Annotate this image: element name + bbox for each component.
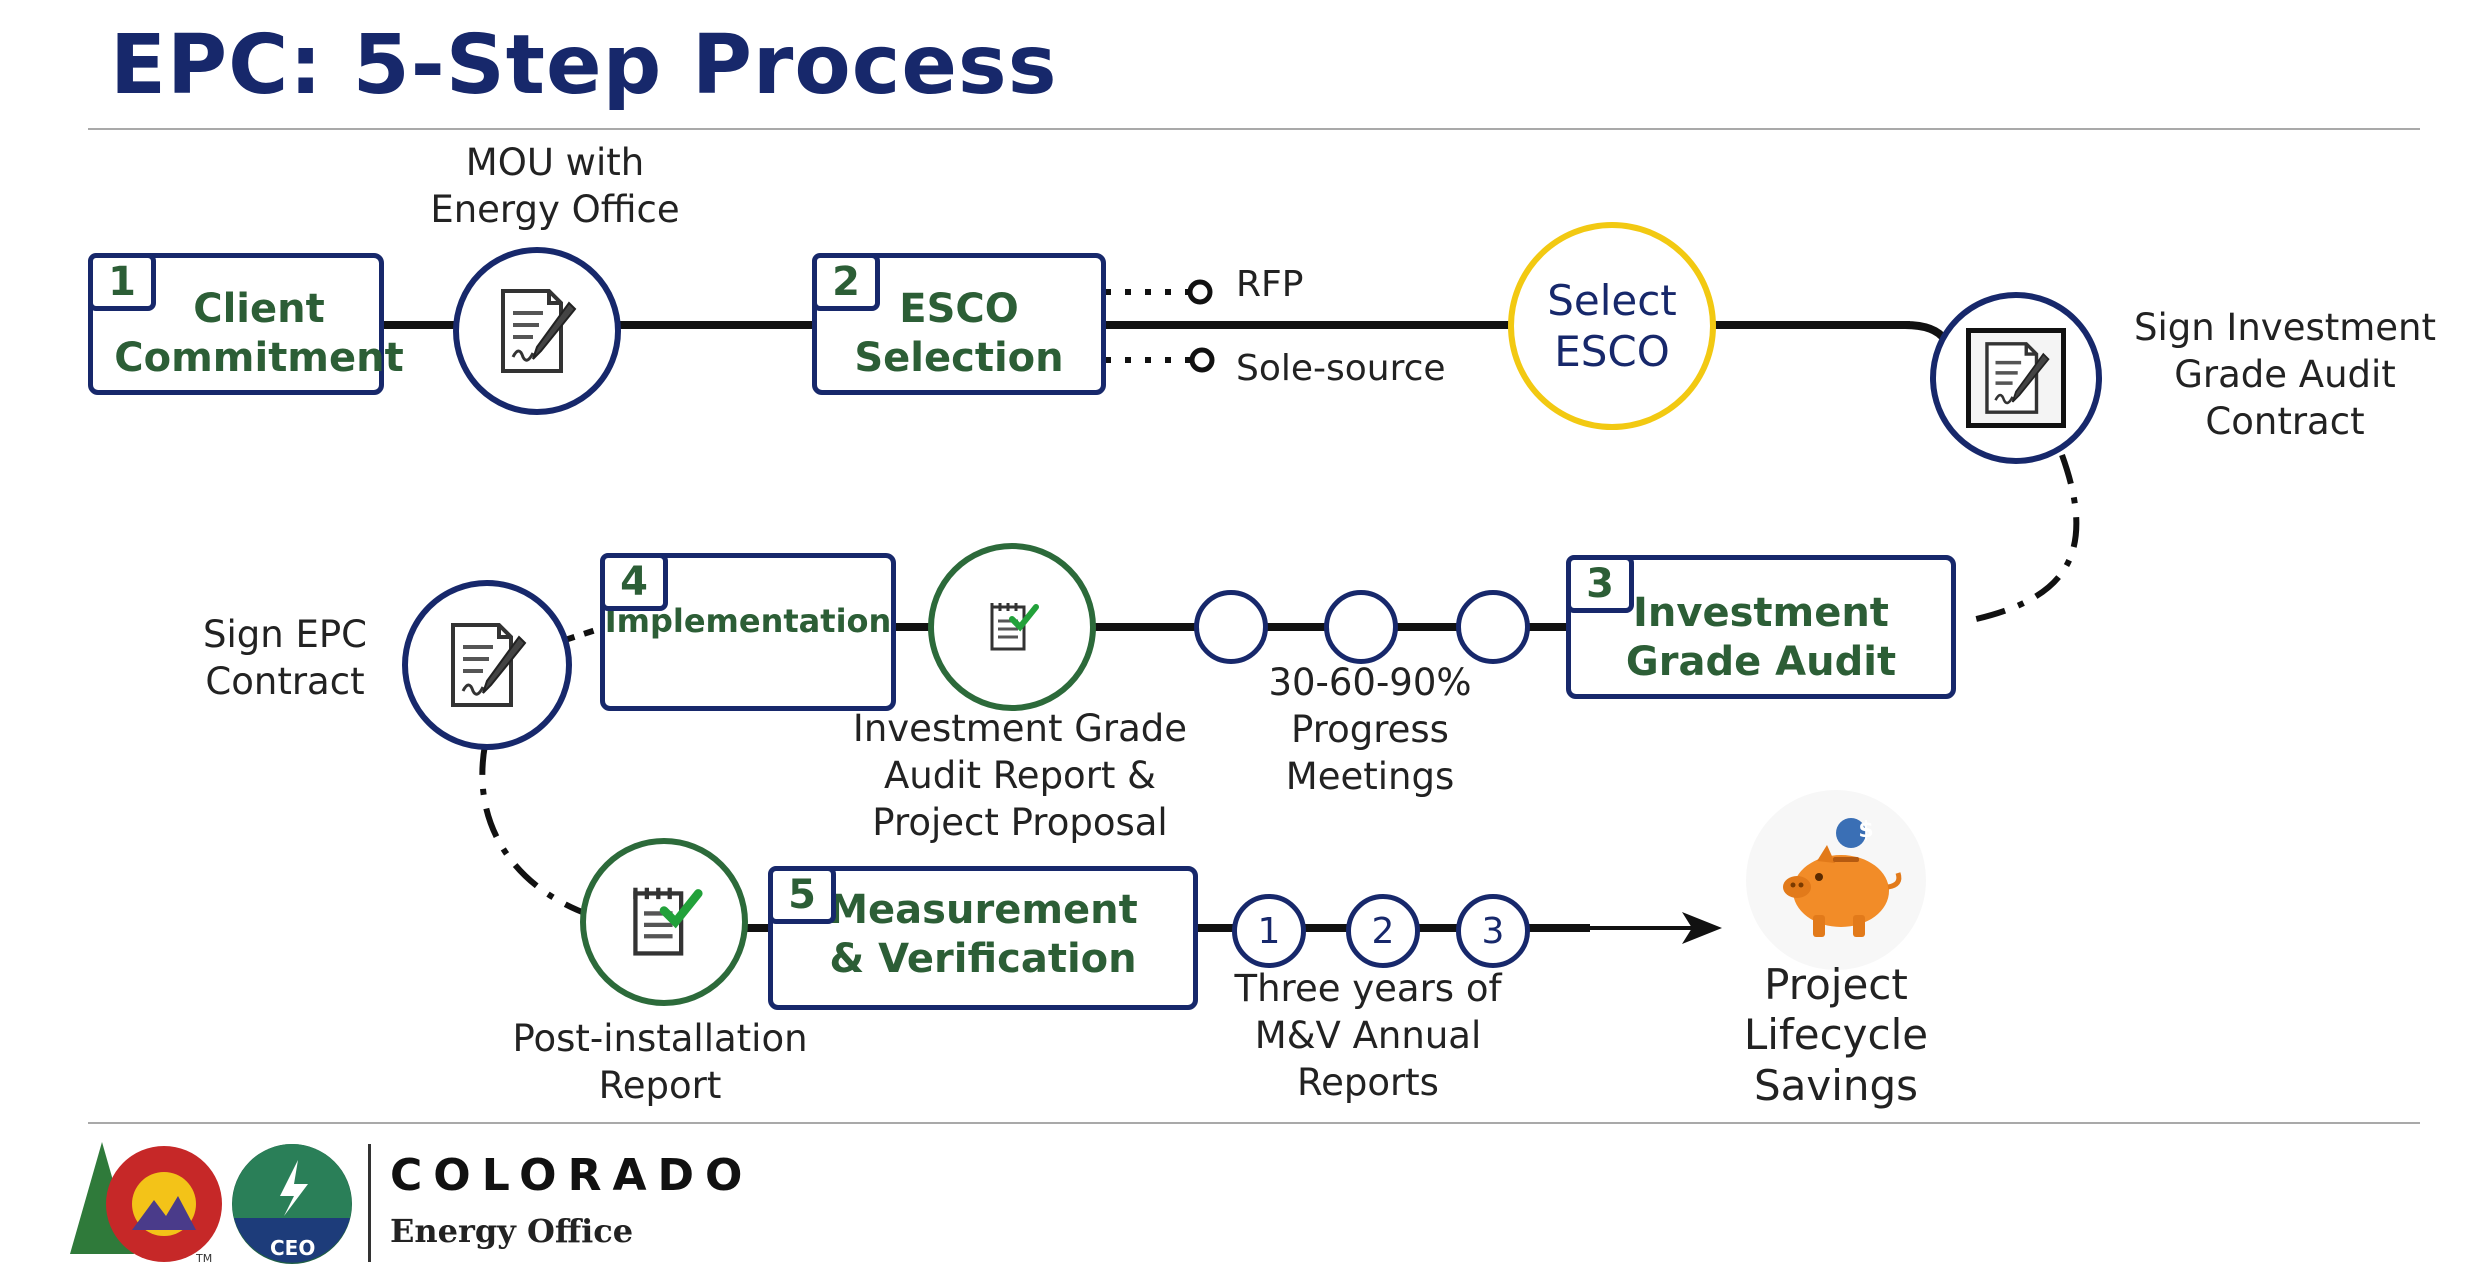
- label-line: Three years of: [1234, 967, 1502, 1010]
- step-label-line: Client: [193, 286, 325, 333]
- post-install-label: Post-installation Report: [500, 1016, 820, 1110]
- rfp-label: RFP: [1236, 264, 1304, 305]
- checklist-icon: [990, 603, 1039, 651]
- label-line: Lifecycle: [1743, 1010, 1929, 1060]
- select-esco-line: Select: [1547, 275, 1677, 325]
- trademark-mark: TM: [196, 1252, 213, 1265]
- mv-report-3: 3: [1456, 894, 1530, 968]
- mv-report-1: 1: [1232, 894, 1306, 968]
- step-label-line: Investment: [1633, 590, 1889, 637]
- label-line: Progress: [1291, 707, 1449, 751]
- row2-left-stub: [564, 624, 606, 643]
- ceo-badge-text: CEO: [270, 1236, 316, 1260]
- step-number-badge: 4: [600, 553, 668, 611]
- document-sign-icon: [451, 623, 527, 707]
- step-label-line: Selection: [854, 335, 1064, 381]
- step-label-line: ESCO: [899, 286, 1019, 333]
- sole-source-label: Sole-source: [1236, 348, 1446, 389]
- sole-source-node: [1189, 347, 1215, 373]
- mou-label: MOU with Energy Office: [420, 140, 690, 234]
- iga-report-circle: [928, 543, 1096, 711]
- label-line: Project Proposal: [872, 800, 1168, 844]
- step-number-badge: 5: [768, 866, 836, 924]
- label-line: Meetings: [1285, 754, 1455, 798]
- page-title: EPC: 5-Step Process: [110, 18, 1058, 113]
- sign-iga-contract-label: Sign Investment Grade Audit Contract: [2130, 305, 2440, 446]
- progress-meeting-30: [1194, 590, 1268, 664]
- step-label-line: Measurement: [828, 887, 1138, 934]
- label-line: Audit Report &: [883, 753, 1157, 797]
- lifecycle-savings-label: Project Lifecycle Savings: [1716, 960, 1956, 1111]
- logo-subtitle: Energy Office: [390, 1212, 634, 1250]
- iga-report-label: Investment Grade Audit Report & Project …: [842, 706, 1198, 847]
- label-line: MOU with: [465, 141, 645, 184]
- mou-circle: [453, 247, 621, 415]
- label-line: 30-60-90%: [1268, 661, 1472, 704]
- post-install-circle: [580, 838, 748, 1006]
- iga-contract-circle: [1930, 292, 2102, 464]
- label-line: Investment Grade: [852, 707, 1188, 750]
- label-line: Savings: [1753, 1060, 1919, 1110]
- savings-arrowhead: [1682, 912, 1722, 944]
- checklist-icon: [633, 887, 703, 956]
- label-line: Grade Audit: [2174, 352, 2396, 396]
- colorado-logo: [70, 1142, 352, 1264]
- select-esco-line: ESCO: [1554, 327, 1670, 376]
- progress-meetings-label: 30-60-90% Progress Meetings: [1230, 660, 1510, 801]
- progress-meeting-60: [1324, 590, 1398, 664]
- savings-circle: $: [1746, 790, 1926, 970]
- curve-to-step3: [1971, 453, 2080, 623]
- label-line: Energy Office: [430, 187, 680, 231]
- lightning-icon: [280, 1160, 308, 1216]
- label-line: Contract: [205, 659, 365, 703]
- document-sign-icon: [501, 289, 577, 373]
- rfp-node: [1187, 279, 1213, 305]
- step-label-line: Commitment: [114, 335, 404, 381]
- step-number-badge: 3: [1566, 555, 1634, 613]
- step-esco-selection: 2 ESCO Selection: [812, 253, 1106, 395]
- step-label-line: & Verification: [829, 936, 1137, 982]
- label-line: Project: [1764, 960, 1908, 1009]
- epc-contract-circle: [402, 580, 572, 750]
- sign-epc-contract-label: Sign EPC Contract: [180, 612, 390, 706]
- step-number-badge: 2: [812, 253, 880, 311]
- label-line: Report: [598, 1063, 722, 1107]
- curve-to-post-install: [479, 744, 592, 918]
- logo-wordmark: COLORADO: [390, 1150, 754, 1201]
- iga-contract-frame: [1966, 328, 2066, 428]
- label-line: Post-installation: [512, 1017, 808, 1060]
- footer-divider: [88, 1122, 2420, 1124]
- step-label-line: Grade Audit: [1625, 639, 1897, 685]
- label-line: Contract: [2205, 399, 2365, 443]
- step-client-commitment: 1 Client Commitment: [88, 253, 404, 395]
- step-implementation: 4 Implementation: [600, 553, 896, 711]
- document-sign-icon: [1985, 342, 2050, 414]
- step-number-badge: 1: [88, 253, 156, 311]
- mv-reports-label: Three years of M&V Annual Reports: [1218, 966, 1518, 1107]
- logo-divider: [368, 1144, 371, 1262]
- piggy-bank-icon: [1783, 818, 1902, 937]
- label-line: Reports: [1297, 1060, 1439, 1104]
- title-divider: [88, 128, 2420, 130]
- step-investment-grade-audit: 3 Investment Grade Audit: [1566, 555, 1956, 699]
- label-line: M&V Annual: [1254, 1013, 1482, 1057]
- label-line: Sign Investment: [2133, 306, 2437, 349]
- progress-meeting-90: [1456, 590, 1530, 664]
- select-esco-circle: Select ESCO: [1508, 222, 1716, 430]
- coin-dollar-sign: $: [1858, 818, 1874, 843]
- step-measurement-verification: 5 Measurement & Verification: [768, 866, 1198, 1010]
- mv-report-2: 2: [1346, 894, 1420, 968]
- label-line: Sign EPC: [203, 613, 367, 656]
